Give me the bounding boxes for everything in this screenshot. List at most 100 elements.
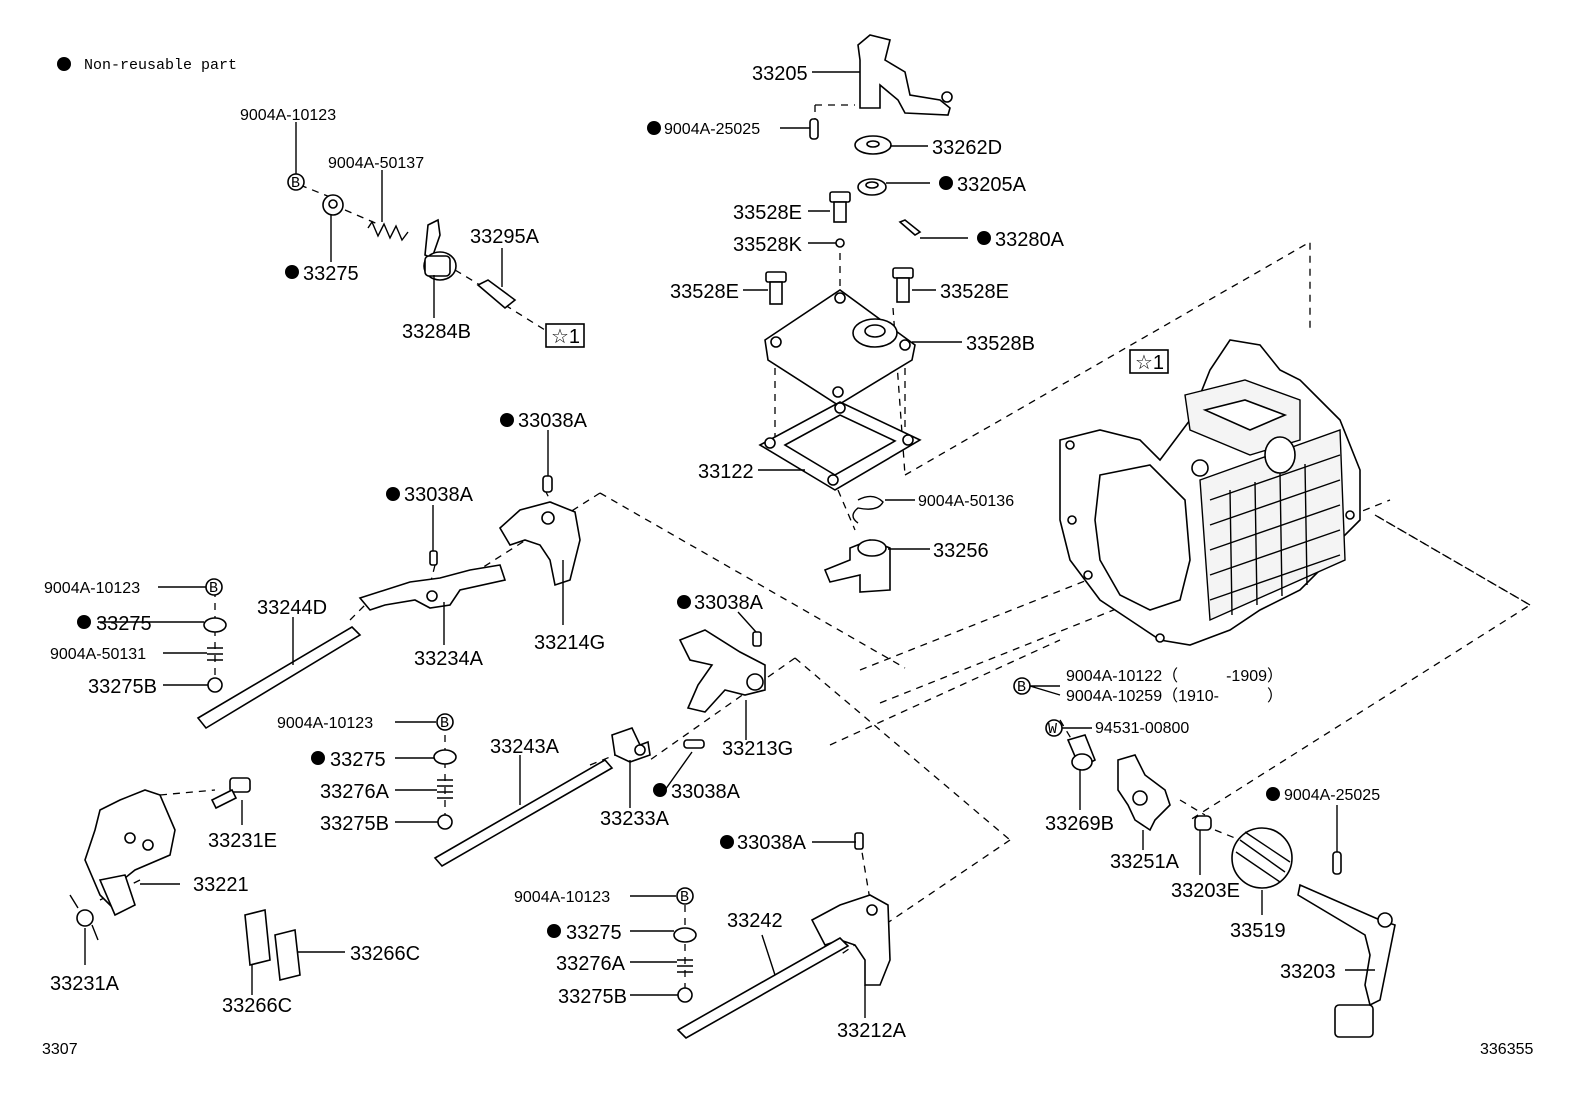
legend-bullet	[57, 57, 71, 71]
label-9004A-25025-top: 9004A-25025	[664, 121, 760, 138]
label-33266C-a: 33266C	[350, 943, 420, 965]
footer-left-code: 3307	[42, 1041, 78, 1058]
label-9004A-10259: 9004A-10259（1910- ）	[1066, 687, 1283, 705]
shift-fork-33214G	[498, 501, 581, 587]
pin-9004A-25025-bot	[1332, 851, 1342, 875]
pin-33038A-d	[683, 739, 705, 749]
pin-33038A-e	[854, 832, 864, 850]
shift-lever-33205	[857, 34, 953, 116]
footer-right-code: 336355	[1480, 1041, 1533, 1058]
gasket-33122	[758, 401, 922, 491]
shift-fork-33212A	[810, 894, 891, 986]
label-33038A-a: 33038A	[518, 410, 588, 432]
label-33212A: 33212A	[837, 1020, 907, 1042]
label-33262D: 33262D	[932, 137, 1002, 159]
label-9004A-25025-bot: 9004A-25025	[1284, 787, 1380, 804]
label-33214G: 33214G	[534, 632, 605, 654]
label-33284B: 33284B	[402, 321, 471, 343]
shift-rail-33242	[676, 937, 850, 1039]
label-33038A-e: 33038A	[737, 832, 807, 854]
label-33205: 33205	[752, 63, 808, 85]
bolt-33528E-c	[892, 267, 914, 303]
label-33295A: 33295A	[470, 226, 540, 248]
detent-stack-a	[203, 617, 227, 693]
label-33275B-a: 33275B	[88, 676, 157, 698]
marker-b-b: B	[205, 578, 223, 597]
marker-w: W	[1045, 719, 1063, 738]
non-reusable-bullets	[77, 121, 1280, 938]
label-33528B: 33528B	[966, 333, 1035, 355]
label-9004A-10123-b: 9004A-10123	[44, 580, 140, 597]
washer-33528K	[835, 238, 845, 248]
label-33528E-a: 33528E	[733, 202, 802, 224]
part-labels: 33205 9004A-25025 33262D 33205A 33528E 3…	[44, 63, 1380, 1042]
washer-33262D	[854, 135, 892, 155]
label-33528K: 33528K	[733, 234, 803, 256]
shift-rail-33244D	[196, 625, 362, 730]
label-33528E-c: 33528E	[940, 281, 1009, 303]
shim-33266C-b	[274, 929, 301, 981]
spring-33231A	[69, 894, 99, 941]
label-9004A-50131: 9004A-50131	[50, 646, 146, 663]
label-9004A-50136: 9004A-50136	[918, 493, 1014, 510]
boot-33519	[1231, 827, 1293, 889]
lever-33269B	[1066, 734, 1097, 771]
shift-lever-33256	[823, 539, 891, 593]
label-33203: 33203	[1280, 961, 1336, 983]
legend-text: Non-reusable part	[84, 57, 237, 74]
seal-33205A	[857, 178, 887, 196]
marker-b-c: B	[436, 713, 454, 732]
label-33280A: 33280A	[995, 229, 1065, 251]
washer-33275-a	[322, 194, 344, 216]
shift-head-33233A	[611, 727, 651, 763]
svg-text:B: B	[440, 715, 449, 732]
label-33519: 33519	[1230, 920, 1286, 942]
label-33266C-b: 33266C	[222, 995, 292, 1017]
label-94531-00800: 94531-00800	[1095, 720, 1189, 737]
marker-b-d: B	[676, 887, 694, 906]
lever-33284B	[423, 218, 457, 281]
label-9004A-50137: 9004A-50137	[328, 155, 424, 172]
shim-33266C-a	[244, 908, 271, 967]
svg-text:W: W	[1048, 721, 1057, 738]
star-box-b: ☆1	[1129, 349, 1169, 374]
bracket-33251A	[1117, 754, 1171, 832]
marker-b-e: B	[1013, 677, 1031, 696]
svg-text:☆1: ☆1	[1135, 352, 1164, 374]
shift-rail-33243A	[433, 758, 614, 868]
leader-lines	[84, 71, 1375, 1018]
pin-33038A-c	[752, 631, 762, 647]
interlock-33221	[84, 789, 176, 917]
star-box-a: ☆1	[545, 323, 585, 348]
svg-text:B: B	[1017, 679, 1026, 696]
shift-fork-33213G	[678, 629, 766, 713]
label-33242: 33242	[727, 910, 783, 932]
bushing-33203E	[1194, 815, 1212, 831]
label-9004A-10123-a: 9004A-10123	[240, 107, 336, 124]
label-33276A-b: 33276A	[556, 953, 626, 975]
label-9004A-10123-c: 9004A-10123	[277, 715, 373, 732]
svg-text:B: B	[291, 175, 300, 192]
label-33275-b: 33275	[96, 613, 152, 635]
label-33528E-b: 33528E	[670, 281, 739, 303]
transmission-case	[1059, 339, 1361, 646]
svg-text:B: B	[209, 580, 218, 597]
label-33276A-a: 33276A	[320, 781, 390, 803]
bolt-33528E-a	[829, 191, 851, 223]
shift-head-33234A	[358, 564, 507, 611]
detent-stack-b	[433, 749, 457, 830]
svg-text:B: B	[680, 889, 689, 906]
spring-9004A-50137	[367, 220, 409, 242]
pin-33038A-b	[429, 550, 438, 566]
label-33231E: 33231E	[208, 830, 277, 852]
label-33275-d: 33275	[566, 922, 622, 944]
label-33221: 33221	[193, 874, 249, 896]
label-33233A: 33233A	[600, 808, 670, 830]
label-9004A-10122: 9004A-10122（ -1909）	[1066, 667, 1283, 685]
label-33256: 33256	[933, 540, 989, 562]
pin-33280A	[898, 219, 922, 236]
label-33038A-c: 33038A	[694, 592, 764, 614]
label-33243A: 33243A	[490, 736, 560, 758]
label-33231A: 33231A	[50, 973, 120, 995]
label-33244D: 33244D	[257, 597, 327, 619]
